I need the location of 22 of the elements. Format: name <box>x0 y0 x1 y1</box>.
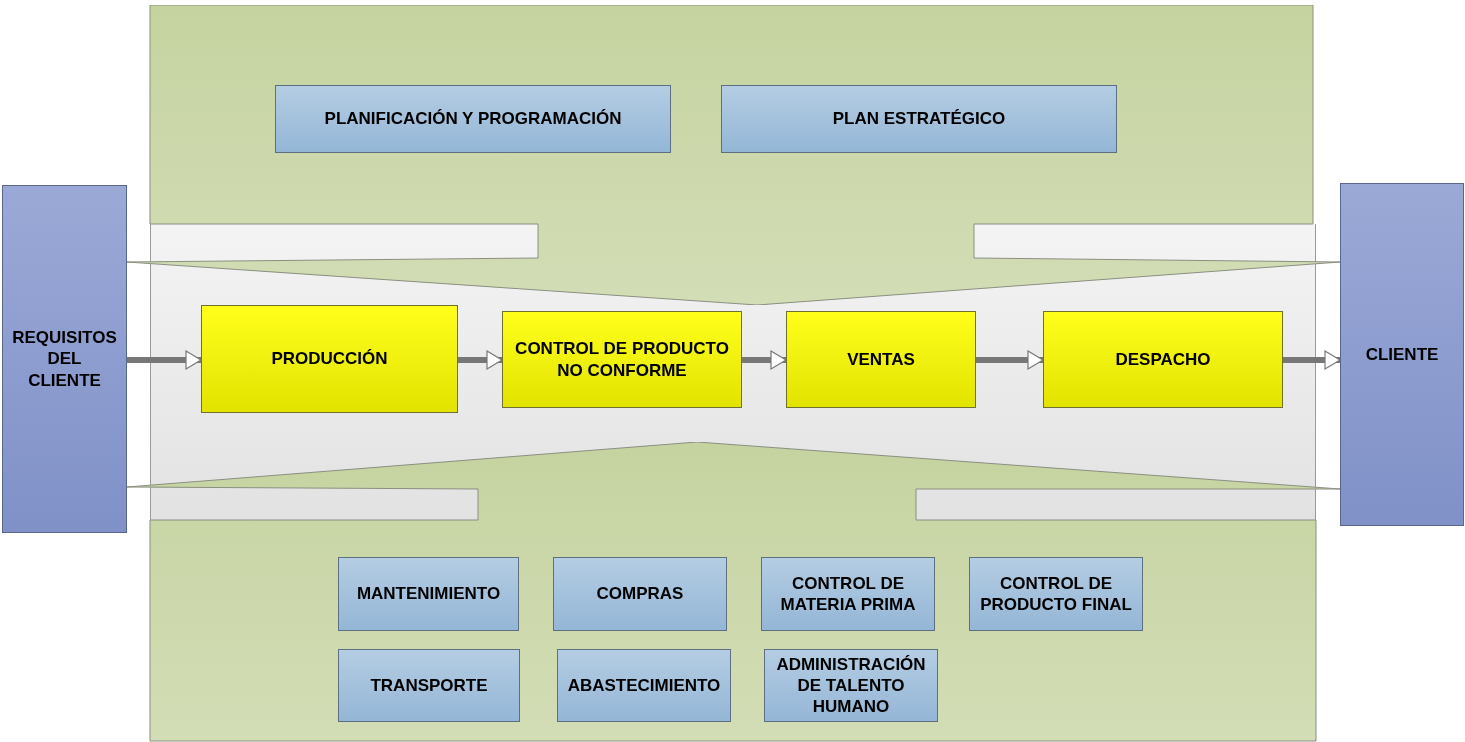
side-box: CLIENTE <box>1340 183 1464 526</box>
support-band <box>127 442 1340 742</box>
process-box: CONTROL DE MATERIA PRIMA <box>761 557 935 631</box>
arrow <box>458 350 503 370</box>
process-box: VENTAS <box>786 311 976 408</box>
process-box: PLANIFICACIÓN Y PROGRAMACIÓN <box>275 85 671 153</box>
process-box: COMPRAS <box>553 557 727 631</box>
process-box: ADMINISTRACIÓN DE TALENTO HUMANO <box>764 649 938 722</box>
side-box: REQUISITOS DEL CLIENTE <box>2 185 127 533</box>
process-box: CONTROL DE PRODUCTO NO CONFORME <box>502 311 742 408</box>
arrow <box>976 350 1044 370</box>
support-band <box>127 5 1340 305</box>
process-box: PLAN ESTRATÉGICO <box>721 85 1117 153</box>
process-box: TRANSPORTE <box>338 649 520 722</box>
process-box: ABASTECIMIENTO <box>557 649 731 722</box>
arrow <box>742 350 787 370</box>
process-box: DESPACHO <box>1043 311 1283 408</box>
arrow <box>1283 350 1341 370</box>
arrow <box>127 350 202 370</box>
process-box: MANTENIMIENTO <box>338 557 519 631</box>
process-box: CONTROL DE PRODUCTO FINAL <box>969 557 1143 631</box>
process-box: PRODUCCIÓN <box>201 305 458 413</box>
